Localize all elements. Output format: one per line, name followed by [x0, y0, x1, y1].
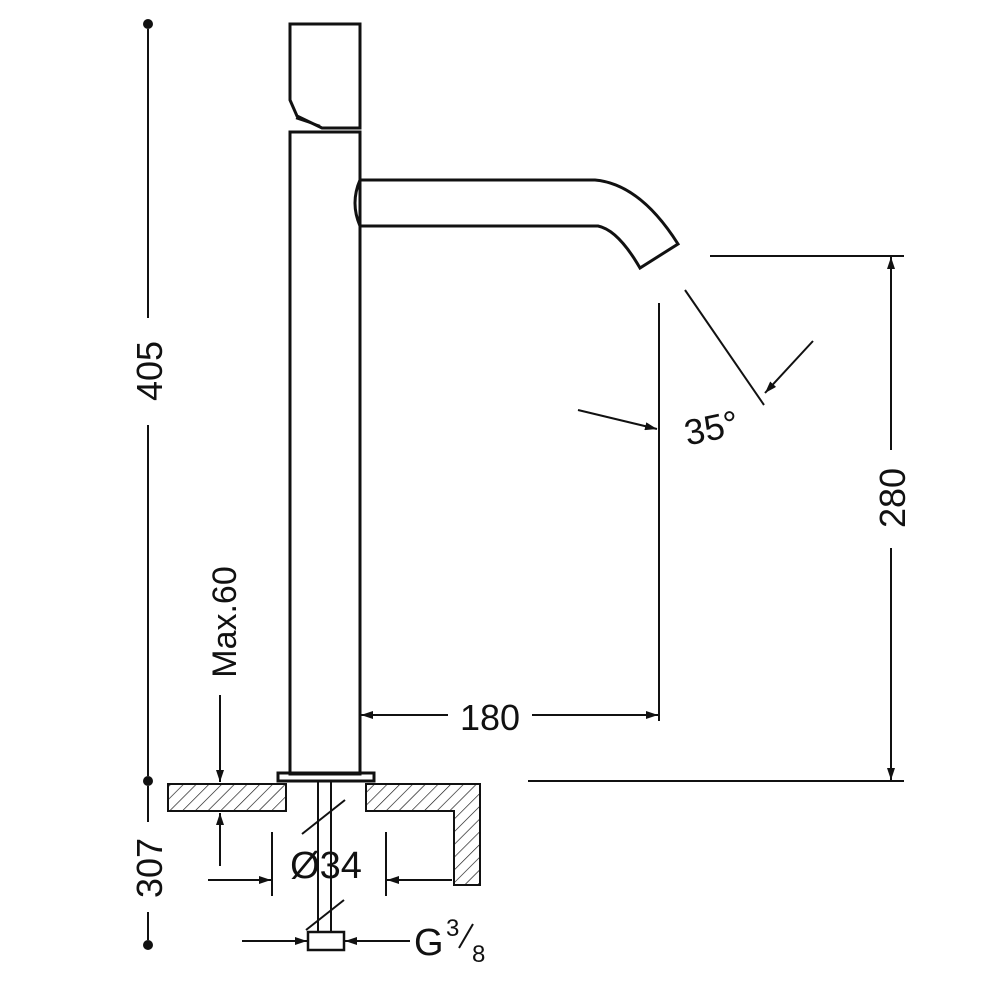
dimension-dot-bottom	[143, 940, 153, 950]
dimension-spout-reach-label: 180	[460, 697, 520, 738]
dimension-hole-diameter: Ø34	[208, 832, 452, 896]
dimension-spout-reach: 180	[361, 303, 660, 738]
faucet-base-flange	[276, 771, 376, 783]
faucet-handle	[288, 22, 362, 130]
dimension-total-height: 405	[129, 341, 170, 401]
dimension-connection-thread: G 3 8	[242, 915, 485, 968]
dimension-under-counter: 307	[129, 838, 170, 898]
dimension-max-thickness: Max.60	[206, 566, 244, 866]
dimension-spout-height-label: 280	[872, 468, 913, 528]
faucet-spout	[360, 178, 681, 271]
counter-right-hatch	[365, 783, 481, 886]
dimension-spout-angle: 35°	[577, 289, 814, 453]
handle-lower-edge	[295, 116, 321, 128]
dimension-hole-diameter-label: Ø34	[290, 845, 362, 887]
faucet-body	[276, 22, 681, 783]
dimension-max-thickness-label: Max.60	[206, 566, 244, 678]
dimension-left: 405 307	[129, 19, 170, 950]
thread-base: G	[414, 922, 444, 964]
dimension-dot-top	[143, 19, 153, 29]
faucet-column	[288, 130, 362, 776]
spout-join	[353, 179, 362, 227]
counter-left-hatch	[167, 783, 287, 812]
counter-section	[167, 783, 481, 886]
supply-hose	[301, 781, 346, 952]
hose-connector	[306, 930, 346, 952]
dimension-dot-middle	[143, 776, 153, 786]
thread-numerator: 3	[446, 915, 459, 942]
dimension-spout-height: 280	[528, 255, 913, 782]
thread-fraction-slash	[458, 923, 474, 949]
thread-denominator: 8	[472, 941, 485, 968]
dimension-spout-angle-label: 35°	[681, 402, 743, 453]
